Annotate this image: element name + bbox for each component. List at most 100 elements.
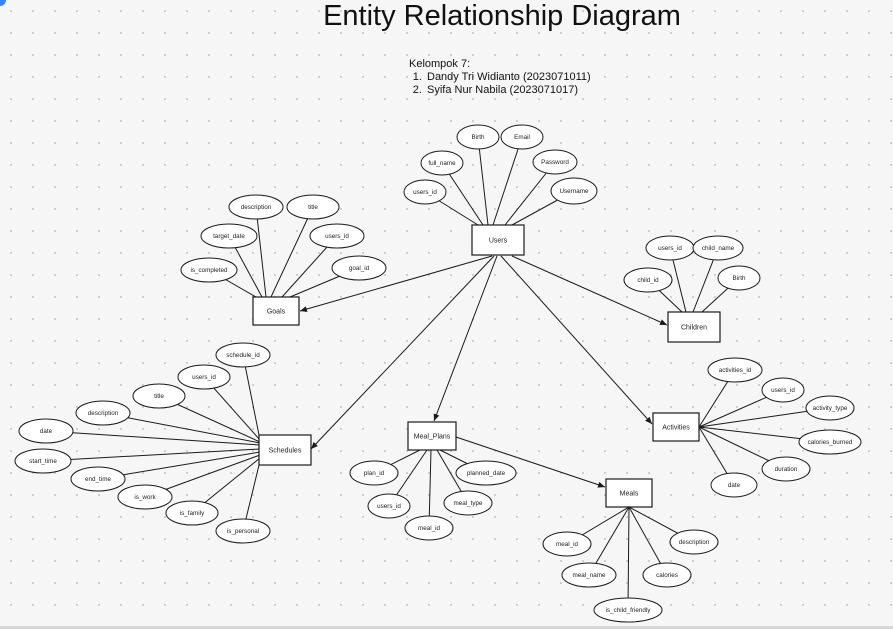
attribute-users-id [309,223,365,249]
attribute-label: meal_id [556,541,579,548]
attribute-is-personal [215,518,271,544]
attribute-connector [477,136,489,226]
attribute-is-family [165,500,219,526]
attribute-end-time [70,466,126,492]
canvas-corner-handle [0,0,6,6]
attribute-Email [500,124,544,150]
attribute-label: activity_type [813,405,848,412]
diagram-title: Entity Relationship Diagram [323,0,681,32]
attribute-label: calories_burned [808,439,853,446]
group-heading: Kelompok 7: [409,58,471,70]
attribute-label: users_id [192,374,216,381]
attribute-meal-id [404,515,454,541]
attribute-plan-id [349,460,399,486]
attribute-title [286,194,340,220]
attribute-connector [97,451,261,480]
attribute-label: meal_name [573,572,606,579]
attribute-label: Username [559,188,589,195]
entity-label: Children [681,324,707,331]
attribute-label: planned_date [467,470,506,477]
entity-activities [652,412,700,442]
member-item: Syifa Nur Nabila (2023071017) [425,84,591,97]
entity-label: Activities [662,424,690,431]
entity-label: Schedules [269,447,302,454]
attribute-description [228,194,284,220]
attribute-calories [642,562,692,588]
attribute-Password [532,149,578,175]
attribute-label: description [241,204,272,211]
attribute-users-id [367,493,411,519]
attribute-label: date [40,428,53,435]
attribute-label: is_work [134,494,156,501]
attribute-label: is_personal [227,528,259,535]
relation-users-meal-plans [433,255,498,422]
attribute-label: users_id [377,503,401,510]
relation-users-schedules [310,255,495,450]
attribute-label: description [88,410,119,417]
entity-users [471,224,525,256]
group-info: Kelompok 7: Dandy Tri Widianto (20230710… [409,58,591,97]
relation-users-children [511,255,668,326]
attribute-label: title [308,204,318,211]
relation-users-activities [500,255,653,425]
attribute-schedule-id [215,342,271,368]
attribute-Birth [717,265,761,291]
attribute-Username [550,177,598,205]
attribute-users-id [403,179,447,205]
attribute-planned-date [455,460,517,486]
attribute-label: plan_id [364,470,385,477]
entity-label: Goals [267,308,286,315]
attribute-label: Birth [472,134,485,141]
attribute-label: meal_id [418,525,441,532]
attribute-label: end_time [85,476,111,483]
entity-label: Meal_Plans [414,433,451,440]
attribute-Birth [456,124,500,150]
attribute-full-name [420,150,464,176]
attribute-is-work [117,484,173,510]
attribute-start-time [14,448,72,474]
entity-schedules [258,434,312,466]
attribute-label: Birth [733,275,746,282]
attribute-label: Password [541,159,569,166]
attribute-users-id [177,364,231,390]
entity-label: Users [489,237,508,244]
entity-meal-plans [407,421,457,451]
entity-label: Meals [620,490,639,497]
attribute-goal-id [331,255,387,281]
attribute-connector [270,206,314,298]
attribute-label: schedule_id [226,352,260,359]
attribute-label: child_id [637,277,659,284]
attribute-meal-type [443,490,493,516]
attribute-connector [428,449,432,529]
attribute-calories-burned [798,429,862,455]
attribute-label: calories [656,572,678,579]
attribute-connector [242,354,261,441]
attribute-date [710,472,758,498]
attribute-label: goal_id [349,265,370,272]
attribute-label: title [154,393,164,400]
entity-goals [252,296,300,326]
attribute-label: start_time [29,458,57,465]
attribute-label: Email [514,134,530,141]
attribute-connector [42,448,261,462]
attribute-is-completed [180,257,238,283]
attribute-description [75,400,131,426]
attribute-label: meal_type [453,500,483,507]
attribute-activities-id [707,357,763,383]
attribute-connector [45,430,261,446]
attribute-connector [492,136,523,226]
attribute-child-name [692,235,744,261]
attribute-connector [255,206,267,298]
attribute-label: is_child_friendly [606,607,652,614]
attribute-label: description [679,539,710,546]
relation-mealplans-meals [455,436,606,488]
attribute-label: duration [775,466,798,473]
attribute-label: child_name [702,245,735,252]
entity-children [667,311,721,343]
attribute-label: users_id [413,189,437,196]
attribute-label: is_completed [190,267,228,274]
attribute-label: users_id [658,245,682,252]
attribute-label: full_name [428,160,456,167]
attribute-label: activities_id [719,367,752,374]
